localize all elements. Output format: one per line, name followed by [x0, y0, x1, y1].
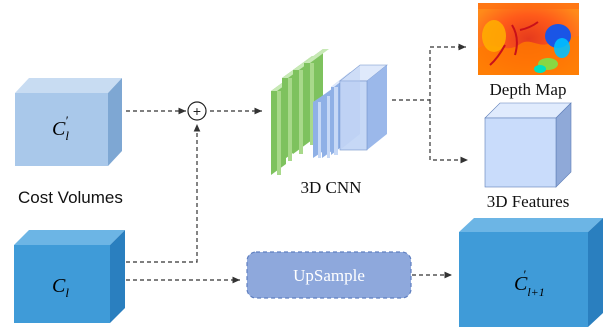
cost-volumes-label: Cost Volumes	[18, 188, 123, 207]
output-cube-label: Cl+1′	[514, 267, 545, 299]
cnn-block	[271, 49, 388, 175]
arrow-cnn-to-features	[429, 100, 468, 164]
features-label: 3D Features	[487, 192, 570, 211]
arrow-cube-bottom-to-plus	[126, 124, 201, 263]
sum-node: +	[187, 101, 207, 121]
arrow-cnn-to-depth	[392, 43, 466, 101]
cube-bottom-label: Cl	[52, 275, 69, 300]
upsample-label: UpSample	[293, 266, 365, 285]
upsample-block: UpSample	[246, 251, 412, 299]
plus-symbol: +	[193, 103, 201, 119]
depth-map-image	[478, 3, 579, 75]
depth-map-label: Depth Map	[490, 80, 567, 99]
output-cube: Cl+1′	[459, 218, 603, 327]
features-cube	[484, 102, 572, 188]
cube-top-label: Cl′	[52, 113, 69, 143]
cnn-label: 3D CNN	[301, 178, 362, 197]
cost-volume-cube-top: Cl′	[15, 78, 122, 166]
connectors	[126, 43, 468, 284]
cnn-layer-blue-4	[339, 64, 388, 151]
cost-volume-cube-bottom: Cl	[14, 230, 125, 323]
